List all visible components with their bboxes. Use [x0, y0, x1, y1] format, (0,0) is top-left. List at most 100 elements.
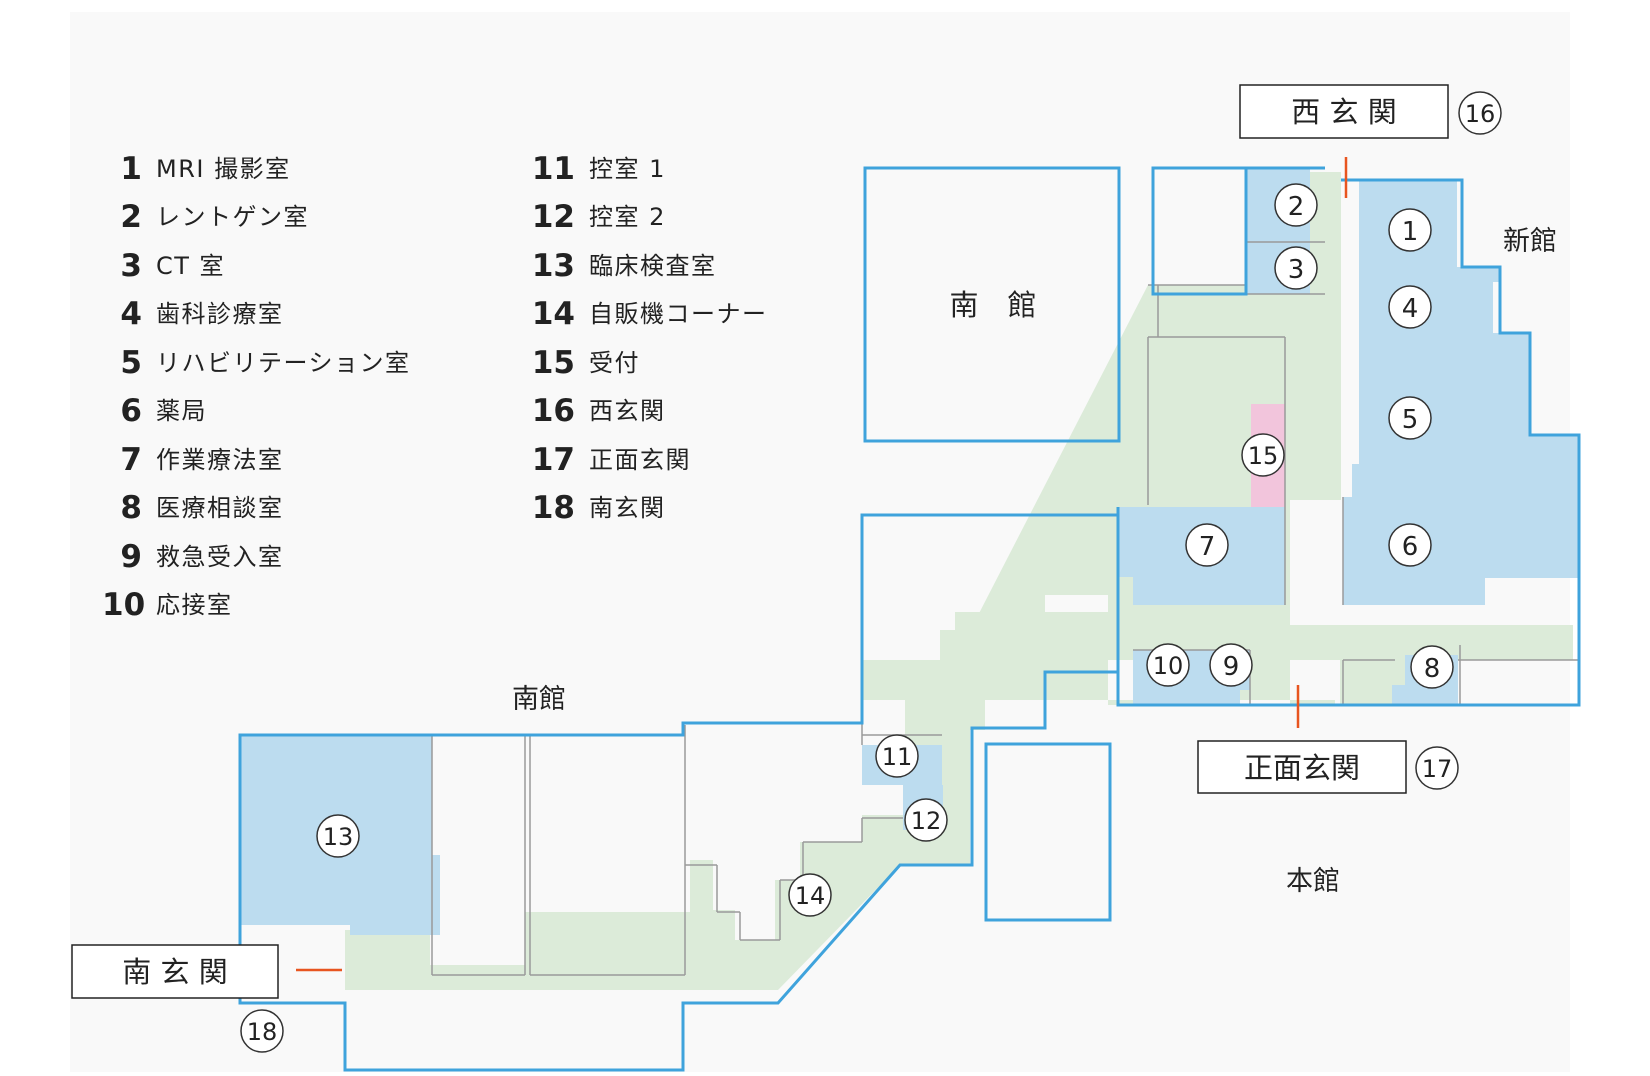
- room-marker-6: 6: [1388, 523, 1432, 567]
- main-hall-label: 本館: [1286, 866, 1340, 897]
- front-entrance-box: [1197, 740, 1407, 794]
- south-entrance-box: [71, 944, 279, 999]
- legend-number: 1: [120, 150, 142, 187]
- legend-number: 17: [531, 441, 575, 478]
- legend-number: 5: [120, 344, 142, 381]
- corridor-west-end: [345, 930, 430, 990]
- legend-name: 医療相談室: [156, 494, 284, 522]
- legend-name: 作業療法室: [156, 445, 284, 474]
- legend-name: 歯科診療室: [156, 300, 284, 328]
- room-marker-8-label: 8: [1424, 654, 1441, 684]
- legend-number: 7: [120, 441, 142, 478]
- corridor-south-west: [360, 660, 1000, 990]
- legend-item: 4 歯科診療室: [102, 297, 411, 346]
- room-marker-13-label: 13: [323, 823, 354, 851]
- room-marker-3: 3: [1274, 246, 1318, 290]
- legend-number: 2: [120, 199, 142, 235]
- legend-name: 自販機コーナー: [589, 300, 768, 328]
- legend-number: 13: [531, 247, 575, 284]
- legend-item: 17 正面玄関: [528, 442, 768, 491]
- legend-item: 5 リハビリテーション室: [102, 345, 411, 394]
- legend-name: 受付: [589, 348, 640, 377]
- room-marker-13: 13: [316, 814, 360, 858]
- legend-number: 8: [120, 490, 142, 526]
- legend-number: 12: [531, 199, 575, 235]
- legend-name: 正面玄関: [589, 445, 691, 474]
- entrance-marker-16-label: 16: [1465, 100, 1496, 128]
- legend-name: CT 室: [156, 251, 226, 280]
- room-marker-11: 11: [875, 734, 919, 778]
- legend-name: 救急受入室: [156, 542, 284, 571]
- west-entrance-label: 西 玄 関: [1291, 95, 1396, 129]
- west-entrance-box: [1239, 84, 1449, 139]
- entrance-marker-18-label: 18: [247, 1018, 278, 1046]
- legend-item: 14 自販機コーナー: [528, 297, 768, 346]
- room-marker-7: 7: [1185, 523, 1229, 567]
- room-marker-12-label: 12: [911, 807, 942, 835]
- entrance-markers: 16 17 18: [240, 91, 1502, 1053]
- south-hall-label: 南館: [512, 684, 566, 715]
- legend-number: 10: [102, 587, 146, 623]
- entrance-marker-17-label: 17: [1422, 755, 1453, 783]
- main-hall-small-block-outline: [984, 742, 1112, 922]
- room-marker-1: 1: [1388, 208, 1432, 252]
- legend-item: 3 CT 室: [102, 248, 411, 297]
- legend-item: 8 医療相談室: [102, 491, 411, 540]
- main-hall-west-outline: [238, 513, 1118, 1072]
- legend-name: リハビリテーション室: [156, 348, 411, 377]
- entrance-marker-18: 18: [240, 1009, 284, 1053]
- south-hall-block-label: 南 館: [949, 288, 1036, 322]
- new-hall-outline: [1151, 166, 1325, 296]
- room-marker-9-label: 9: [1223, 652, 1240, 682]
- room-marker-1-label: 1: [1402, 217, 1419, 247]
- new-hall-east-outline: [1341, 178, 1581, 707]
- room-marker-4: 4: [1388, 285, 1432, 329]
- legend-number: 4: [120, 296, 142, 332]
- room-marker-2: 2: [1274, 183, 1318, 227]
- room-marker-2-label: 2: [1288, 192, 1305, 222]
- room-marker-6-label: 6: [1402, 532, 1419, 562]
- legend-item: 1 MRI 撮影室: [102, 151, 411, 200]
- legend-number: 3: [120, 247, 142, 284]
- room-marker-4-label: 4: [1402, 294, 1419, 324]
- legend-item: 16 西玄関: [528, 394, 768, 443]
- legend-name: 西玄関: [589, 397, 666, 425]
- corridor-main-east: [865, 172, 1573, 705]
- room-marker-3-label: 3: [1288, 255, 1305, 285]
- legend-name: 控室 1: [589, 154, 666, 183]
- building-outlines: [238, 166, 1581, 1072]
- room-marker-8: 8: [1410, 645, 1454, 689]
- entrance-marker-17: 17: [1415, 746, 1459, 790]
- room-marker-10-label: 10: [1153, 652, 1184, 680]
- room-markers: 1 2 3 4 5 6 7 8 9 10 11 12 13 14 15: [316, 183, 1454, 917]
- legend-number: 14: [531, 296, 575, 332]
- room-marker-14: 14: [788, 873, 832, 917]
- legend-name: MRI 撮影室: [156, 154, 291, 183]
- legend-name: 応接室: [156, 591, 233, 619]
- room-marker-5-label: 5: [1402, 405, 1419, 435]
- entrance-boxes: [71, 84, 1449, 999]
- corridors: [345, 172, 1573, 990]
- legend-item: 10 応接室: [102, 588, 411, 637]
- legend-number: 6: [120, 393, 142, 429]
- room-marker-14-label: 14: [795, 882, 826, 910]
- room-marker-15-label: 15: [1248, 442, 1279, 470]
- room-marker-5: 5: [1388, 396, 1432, 440]
- room-marker-15: 15: [1241, 433, 1285, 477]
- room-marker-12: 12: [904, 798, 948, 842]
- south-hall-block-outline: [863, 166, 1121, 443]
- front-entrance-label: 正面玄関: [1244, 751, 1360, 785]
- room-marker-9: 9: [1209, 643, 1253, 687]
- legend-number: 16: [531, 393, 575, 429]
